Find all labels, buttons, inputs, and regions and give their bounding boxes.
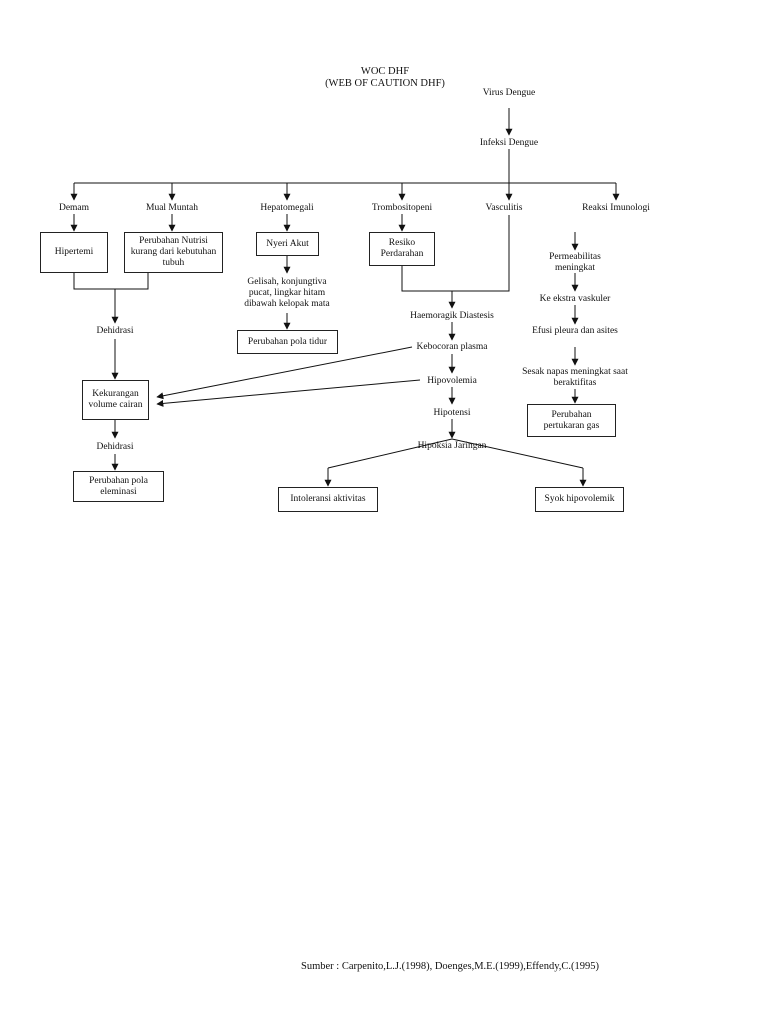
title-line-1: WOC DHF (360, 66, 410, 77)
diagram-title: WOC DHF (WEB OF CAUTION DHF) (300, 66, 470, 90)
node-reaksi-imunologi: Reaksi Imunologi (582, 203, 650, 213)
box-hipertemi: Hipertemi (40, 232, 108, 273)
edge-merge-dehidrasi (73, 273, 149, 290)
node-hepatomegali: Hepatomegali (260, 203, 314, 213)
title-line-2: (WEB OF CAUTION DHF) (325, 78, 445, 89)
node-infeksi-dengue: Infeksi Dengue (479, 138, 539, 148)
node-hipoksia: Hipoksia Jaringan (417, 441, 487, 451)
box-resiko-perdarahan: Resiko Perdarahan (369, 232, 435, 266)
box-intoleransi-aktivitas: Intoleransi aktivitas (278, 487, 378, 512)
box-perubahan-nutrisi: Perubahan Nutrisi kurang dari kebutuhan … (124, 232, 223, 273)
node-haemoragik: Haemoragik Diastesis (410, 311, 494, 321)
edge-merge-haemoragik (401, 215, 510, 292)
node-gelisah: Gelisah, konjungtiva pucat, lingkar hita… (244, 277, 330, 309)
node-hipovolemia: Hipovolemia (427, 376, 477, 386)
box-perubahan-pola-tidur: Perubahan pola tidur (237, 330, 338, 354)
node-ke-ekstra-vaskuler: Ke ekstra vaskuler (539, 294, 611, 304)
node-dehidrasi-1: Dehidrasi (96, 326, 134, 336)
node-sesak-napas: Sesak napas meningkat saat beraktifitas (522, 367, 628, 388)
node-hipotensi: Hipotensi (433, 408, 471, 418)
node-efusi-pleura: Efusi pleura dan asites (532, 326, 618, 336)
node-mual-muntah: Mual Muntah (146, 203, 198, 213)
node-demam: Demam (58, 203, 90, 213)
node-virus-dengue: Virus Dengue (482, 88, 536, 98)
box-syok-hipovolemik: Syok hipovolemik (535, 487, 624, 512)
node-trombositopeni: Trombositopeni (371, 203, 433, 213)
node-permeabilitas: Permeabilitas meningkat (549, 252, 601, 273)
node-kebocoran-plasma: Kebocoran plasma (416, 342, 488, 352)
edge-kebocoran-kekurangan (156, 346, 413, 400)
box-perubahan-pertukaran-gas: Perubahan pertukaran gas (527, 404, 616, 437)
edge-hipovolemia-kekurangan (156, 379, 421, 407)
edge-hipoksia-syok (451, 438, 584, 469)
node-vasculitis: Vasculitis (485, 203, 523, 213)
box-nyeri-akut: Nyeri Akut (256, 232, 319, 256)
box-perubahan-pola-eliminasi: Perubahan pola eleminasi (73, 471, 164, 502)
node-dehidrasi-2: Dehidrasi (96, 442, 134, 452)
box-kekurangan-volume: Kekurangan volume cairan (82, 380, 149, 420)
source-citation: Sumber : Carpenito,L.J.(1998), Doenges,M… (301, 961, 600, 972)
edge-hipoksia-intoleransi (327, 438, 453, 469)
